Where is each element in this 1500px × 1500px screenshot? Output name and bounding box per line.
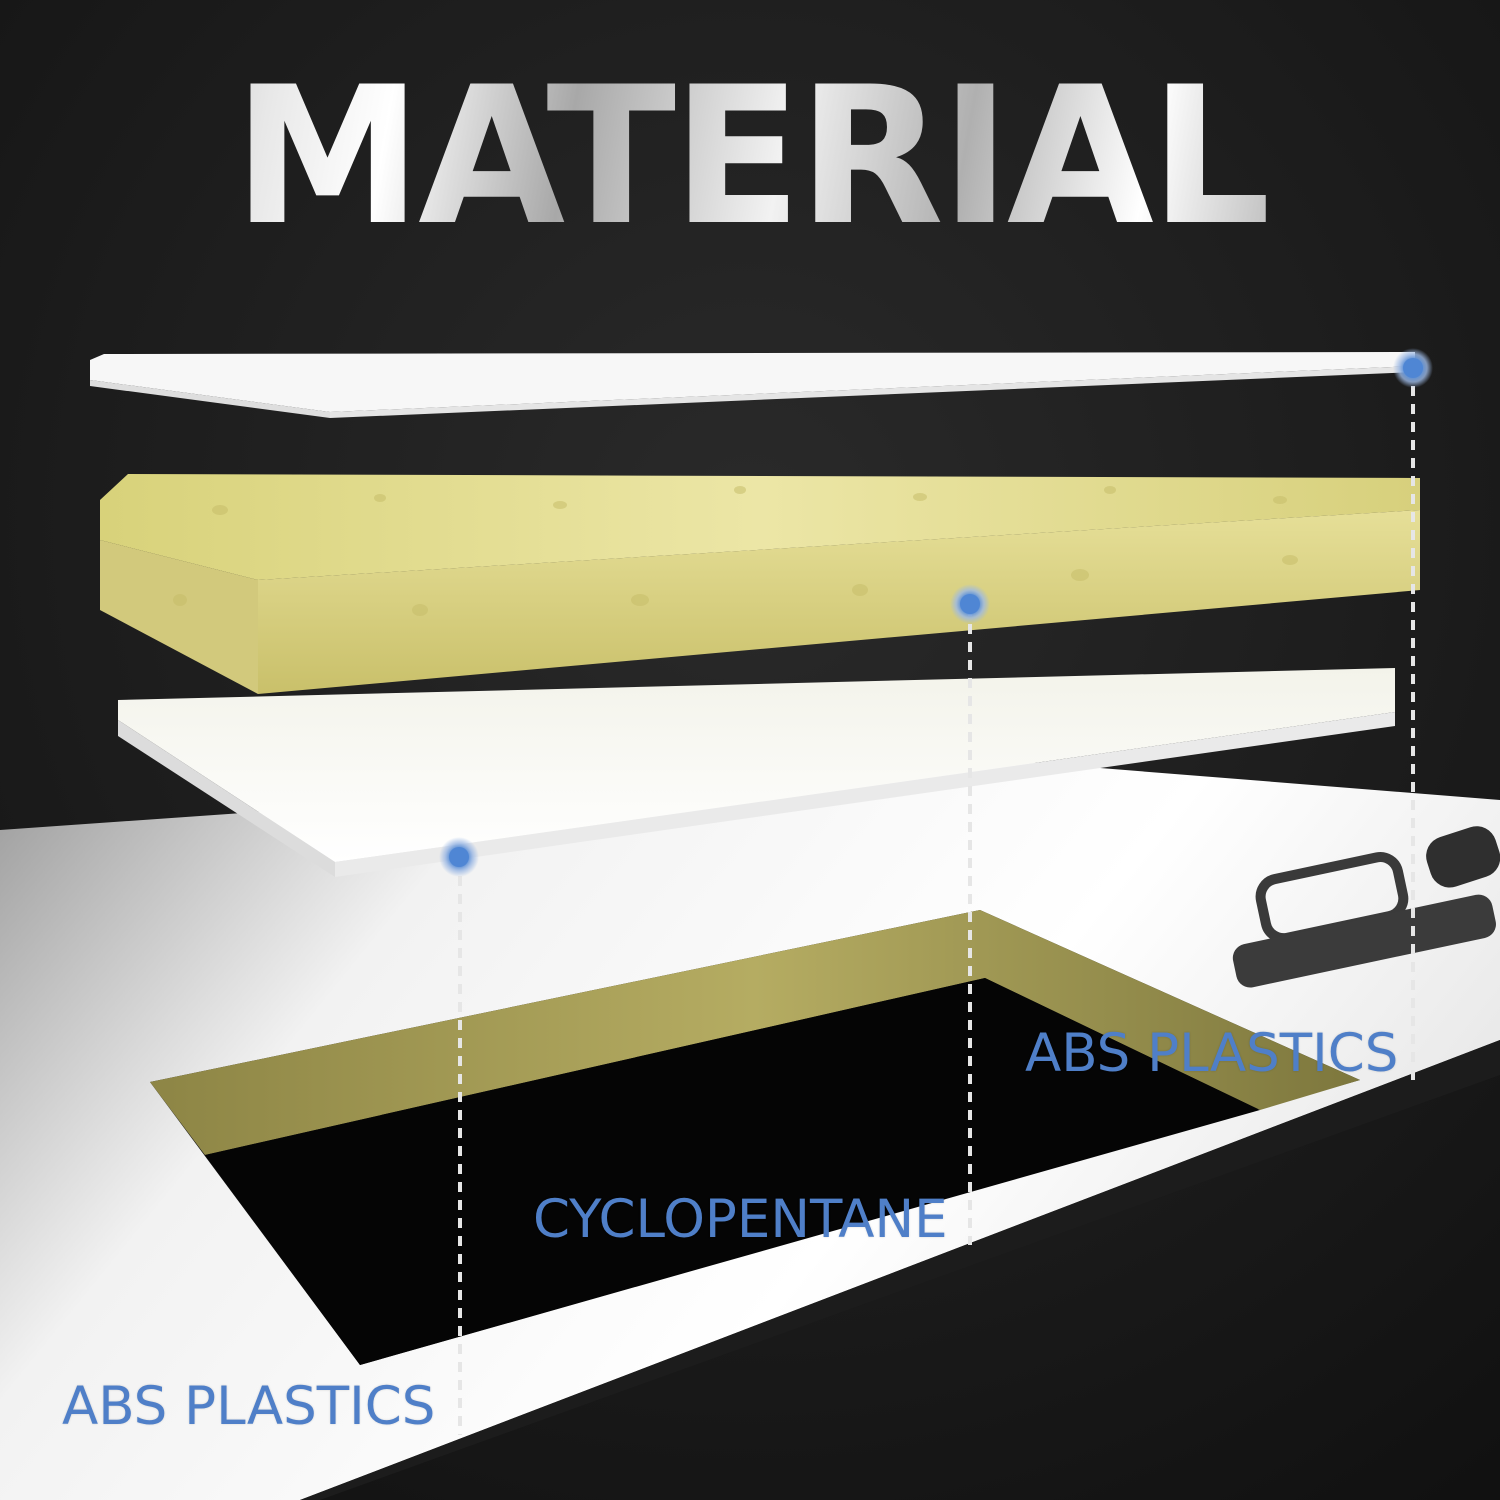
page-title: MATERIAL bbox=[0, 62, 1500, 252]
cutout-foam-wall bbox=[150, 910, 1360, 1155]
countertop-edge bbox=[300, 1040, 1500, 1500]
label-cyclopentane: CYCLOPENTANE bbox=[533, 1189, 948, 1250]
marker-dot-top-core bbox=[1403, 358, 1423, 378]
bottom-abs-sheet bbox=[118, 668, 1395, 877]
marker-dot-bottom-core bbox=[449, 847, 469, 867]
label-top-abs-plastics: ABS PLASTICS bbox=[1025, 1023, 1399, 1084]
cutout-interior bbox=[205, 978, 1260, 1365]
label-bottom-abs-plastics: ABS PLASTICS bbox=[62, 1376, 436, 1437]
drain-handle-icon bbox=[1232, 826, 1500, 988]
foam-core-layer bbox=[100, 474, 1420, 694]
top-abs-sheet bbox=[90, 352, 1415, 418]
marker-dot-middle-core bbox=[960, 594, 980, 614]
